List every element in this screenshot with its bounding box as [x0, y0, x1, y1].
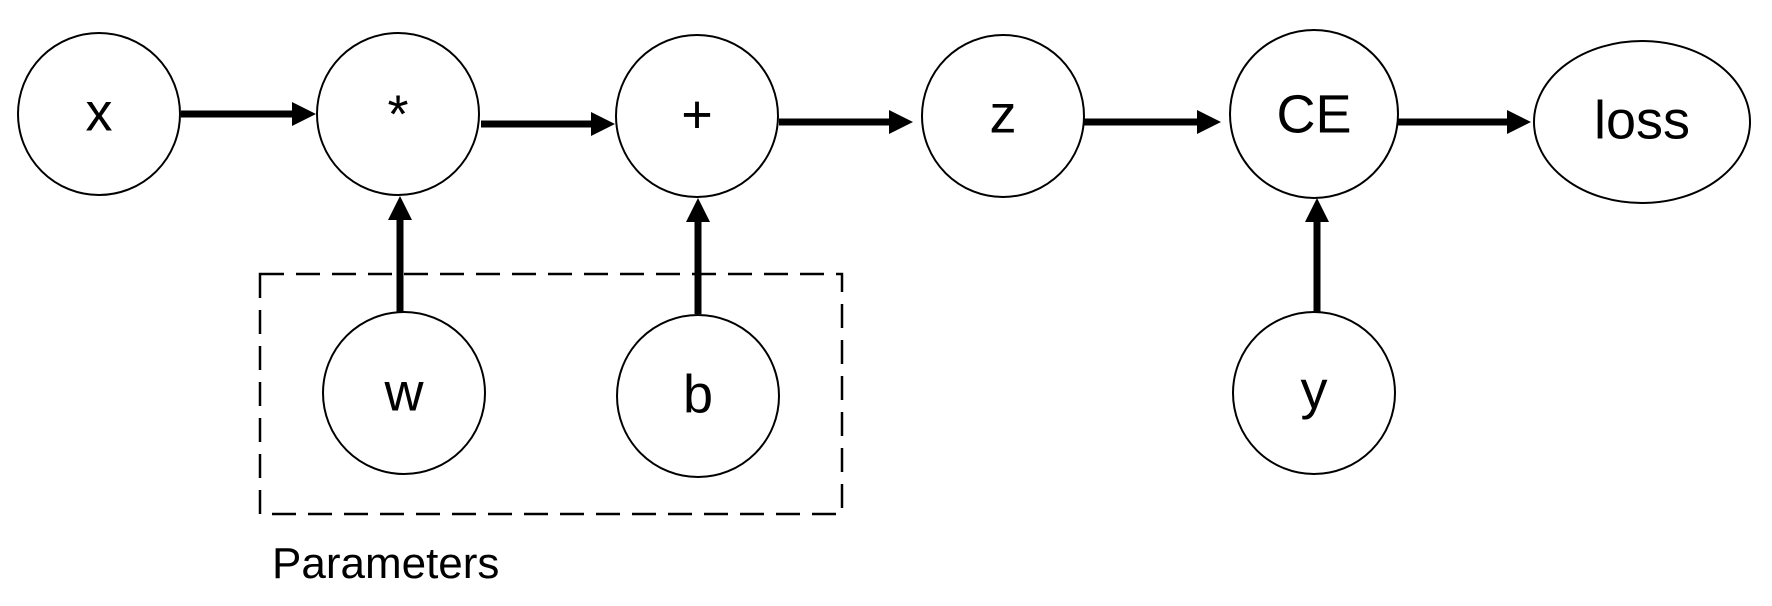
- node-b-label: b: [683, 364, 713, 424]
- edge-b-to-add: [686, 198, 710, 314]
- edge-w-to-mul: [388, 196, 412, 312]
- node-b: b: [616, 314, 780, 478]
- edge-z-to-ce: [1083, 110, 1221, 134]
- edge-x-to-mul: [181, 102, 316, 126]
- parameters-group-box: [258, 272, 844, 516]
- node-x: x: [17, 32, 181, 196]
- node-y-label: y: [1301, 360, 1328, 420]
- node-z: z: [921, 34, 1085, 198]
- node-add: +: [615, 34, 779, 198]
- node-add-label: +: [681, 84, 713, 144]
- node-y: y: [1232, 311, 1396, 475]
- node-ce: CE: [1229, 29, 1399, 199]
- edge-add-to-z: [779, 110, 913, 134]
- parameters-group-label: Parameters: [272, 539, 499, 588]
- node-w: w: [322, 311, 486, 475]
- node-z-label: z: [990, 84, 1017, 144]
- edge-mul-to-add: [481, 112, 615, 136]
- node-loss: loss: [1533, 40, 1751, 204]
- node-w-label: w: [384, 362, 425, 422]
- edge-y-to-ce: [1305, 198, 1329, 312]
- node-x-label: x: [86, 82, 113, 142]
- edge-ce-to-loss: [1398, 110, 1531, 134]
- node-loss-label: loss: [1594, 90, 1690, 150]
- node-multiply-label: *: [387, 84, 408, 144]
- node-ce-label: CE: [1276, 84, 1351, 144]
- node-multiply: *: [316, 32, 480, 196]
